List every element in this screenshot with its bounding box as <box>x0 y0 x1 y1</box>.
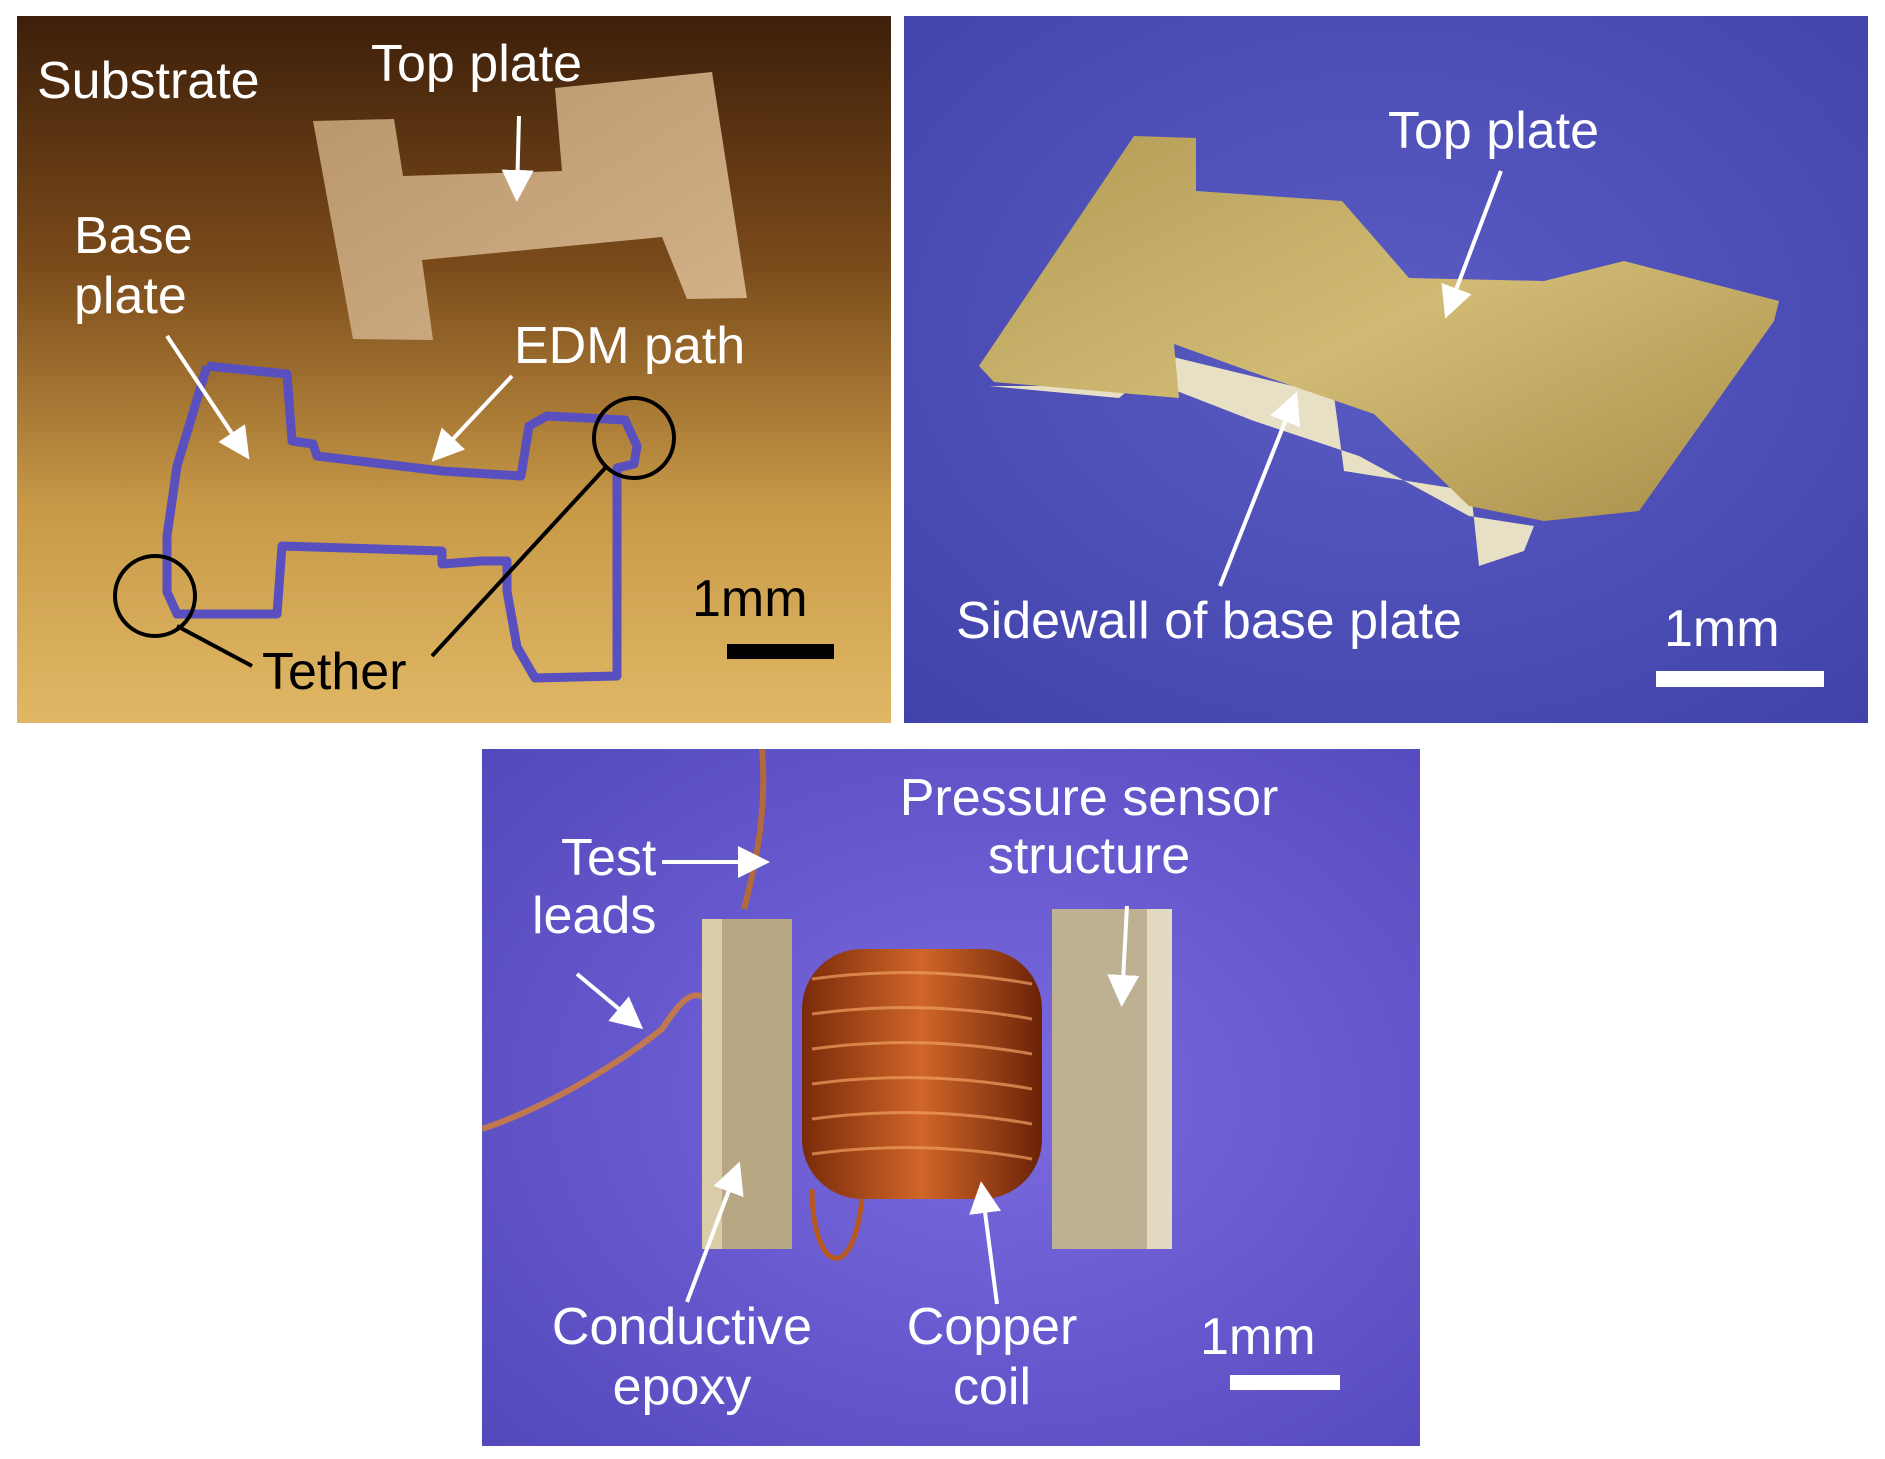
top-plate-3d-shape <box>979 136 1779 521</box>
base-plate-sidewall <box>989 356 1534 566</box>
panel-substrate-photo: Substrate Top plate Base plate EDM path … <box>17 16 891 723</box>
label-tether: Tether <box>262 643 407 701</box>
label-top-plate-b: Top plate <box>1388 102 1600 160</box>
top-plate-shape <box>313 72 747 340</box>
label-top-plate: Top plate <box>371 35 583 93</box>
label-edm-path: EDM path <box>514 317 746 375</box>
label-scale-a: 1mm <box>692 570 808 628</box>
top-plate-photo <box>904 16 1868 723</box>
label-test-leads: Test leads <box>532 829 657 945</box>
coil-lead <box>809 1188 865 1261</box>
test-lead-wire-top <box>741 749 767 910</box>
label-conductive-epoxy: Conductive epoxy <box>551 1298 813 1416</box>
copper-coil <box>802 949 1042 1199</box>
panel-coil-photo: Test leads Pressure sensor structure Con… <box>482 749 1420 1446</box>
right-plate-edge <box>1147 909 1172 1249</box>
panel-top-plate-photo: Top plate Sidewall of base plate 1mm <box>904 16 1868 723</box>
label-scale-c: 1mm <box>1200 1308 1316 1366</box>
label-pressure-sensor: Pressure sensor structure <box>899 769 1279 885</box>
label-scale-b: 1mm <box>1664 600 1780 658</box>
test-lead-wire-left <box>482 992 709 1132</box>
scale-bar-a <box>727 644 834 659</box>
scale-bar-b <box>1656 671 1824 687</box>
left-plate-edge <box>702 919 722 1249</box>
label-base-plate: Base plate <box>74 207 193 325</box>
coil-windings <box>811 971 1033 1161</box>
coil-photo <box>482 749 1420 1446</box>
label-sidewall: Sidewall of base plate <box>956 592 1462 650</box>
label-copper-coil: Copper coil <box>906 1298 1078 1416</box>
scale-bar-c <box>1230 1375 1340 1390</box>
label-substrate: Substrate <box>37 52 260 110</box>
